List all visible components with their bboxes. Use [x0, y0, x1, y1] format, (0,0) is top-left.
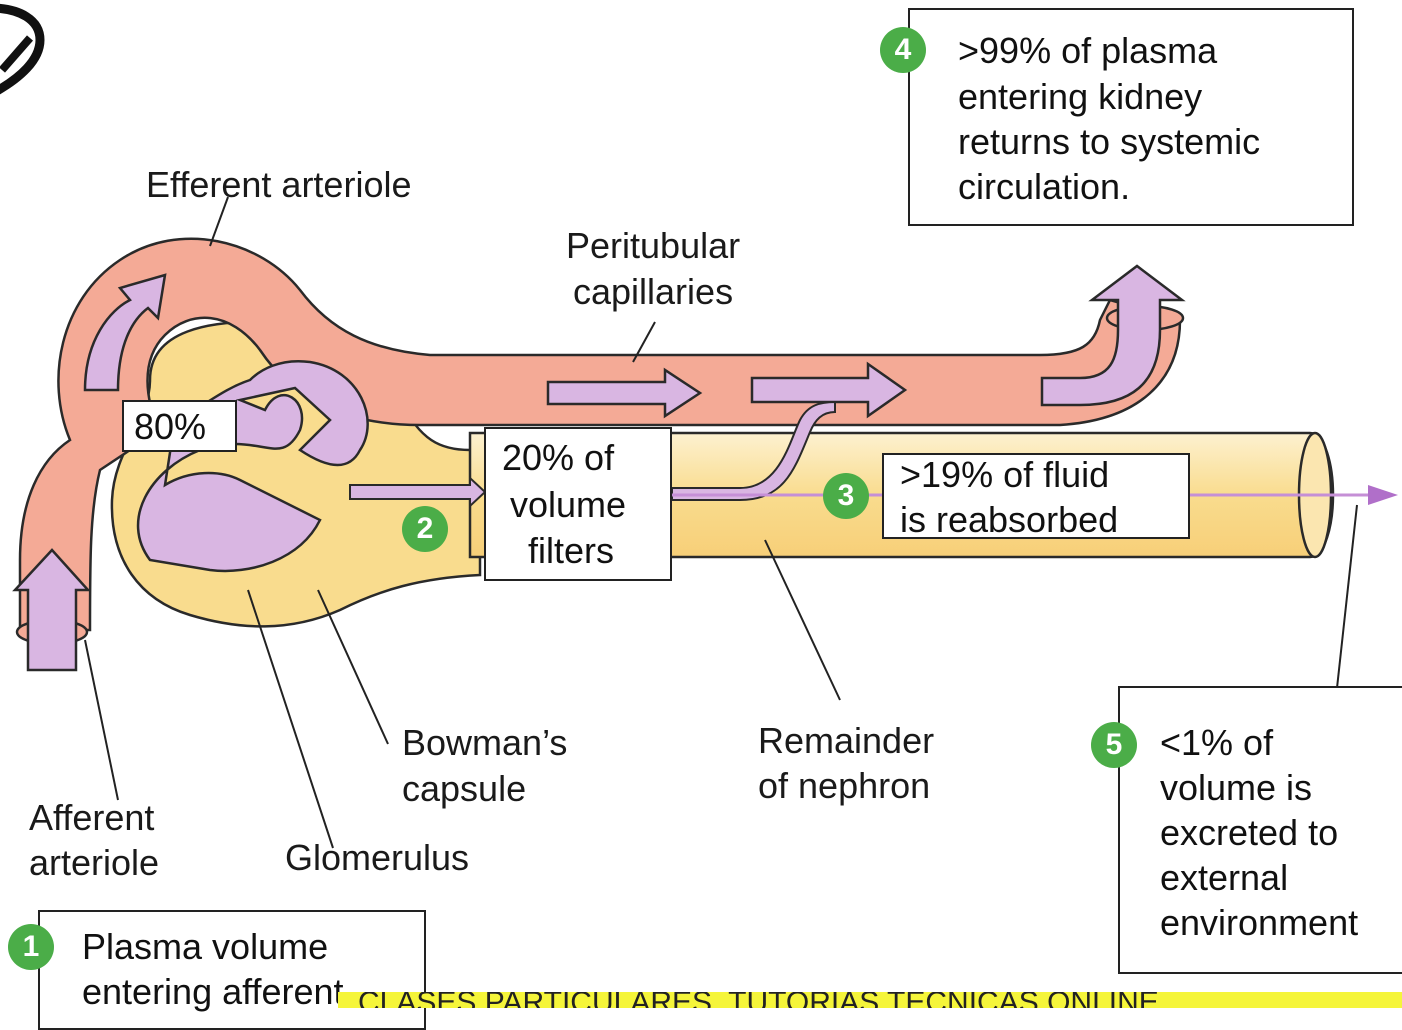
- label-efferent-arteriole: Efferent arteriole: [146, 162, 411, 208]
- filters-line1: 20% of: [502, 435, 614, 480]
- filters-line3: filters: [528, 528, 614, 573]
- label-peritubular-line2: capillaries: [573, 269, 733, 315]
- reabsorbed-box: >19% of fluid is reabsorbed: [882, 453, 1190, 539]
- eighty-percent-text: 80%: [134, 404, 206, 449]
- reabsorbed-line1: >19% of fluid: [900, 452, 1109, 497]
- label-bowmans-line2: capsule: [402, 766, 526, 812]
- step-badge-2: 2: [402, 506, 448, 552]
- returns-line2: entering kidney: [958, 74, 1202, 119]
- step-badge-5: 5: [1091, 722, 1137, 768]
- label-remainder-line2: of nephron: [758, 763, 930, 809]
- excreted-box: <1% of volume is excreted to external en…: [1118, 686, 1402, 974]
- returns-line4: circulation.: [958, 164, 1130, 209]
- excreted-line2: volume is: [1160, 765, 1312, 810]
- nephron-diagram: Efferent arteriole Peritubular capillari…: [0, 0, 1402, 1008]
- label-remainder-line1: Remainder: [758, 718, 934, 764]
- excreted-line1: <1% of: [1160, 720, 1273, 765]
- filters-box: 20% of volume filters: [484, 427, 672, 581]
- excreted-line4: external: [1160, 855, 1288, 900]
- label-glomerulus: Glomerulus: [285, 835, 469, 881]
- step-badge-3: 3: [823, 473, 869, 519]
- returns-line1: >99% of plasma: [958, 28, 1217, 73]
- filters-line2: volume: [510, 482, 626, 527]
- excretion-arrowhead: [1368, 485, 1398, 505]
- eighty-percent-box: 80%: [122, 400, 237, 452]
- step-badge-1: 1: [8, 924, 54, 970]
- reabsorbed-line2: is reabsorbed: [900, 497, 1118, 542]
- plasma-line1: Plasma volume: [82, 924, 328, 969]
- promo-banner-text[interactable]: CLASES PARTICULARES, TUTORÍAS TÉCNICAS O…: [358, 992, 1159, 1008]
- excreted-line3: excreted to: [1160, 810, 1338, 855]
- label-afferent-line1: Afferent: [29, 795, 154, 841]
- label-peritubular-line1: Peritubular: [566, 223, 740, 269]
- label-bowmans-line1: Bowman’s: [402, 720, 567, 766]
- excreted-line5: environment: [1160, 900, 1358, 945]
- promo-banner[interactable]: CLASES PARTICULARES, TUTORÍAS TÉCNICAS O…: [338, 992, 1402, 1008]
- returns-box: >99% of plasma entering kidney returns t…: [908, 8, 1354, 226]
- returns-line3: returns to systemic: [958, 119, 1260, 164]
- plasma-line2: entering afferent: [82, 969, 344, 1014]
- label-afferent-line2: arteriole: [29, 840, 159, 886]
- plasma-volume-box: Plasma volume entering afferent: [38, 910, 426, 1030]
- step-badge-4: 4: [880, 27, 926, 73]
